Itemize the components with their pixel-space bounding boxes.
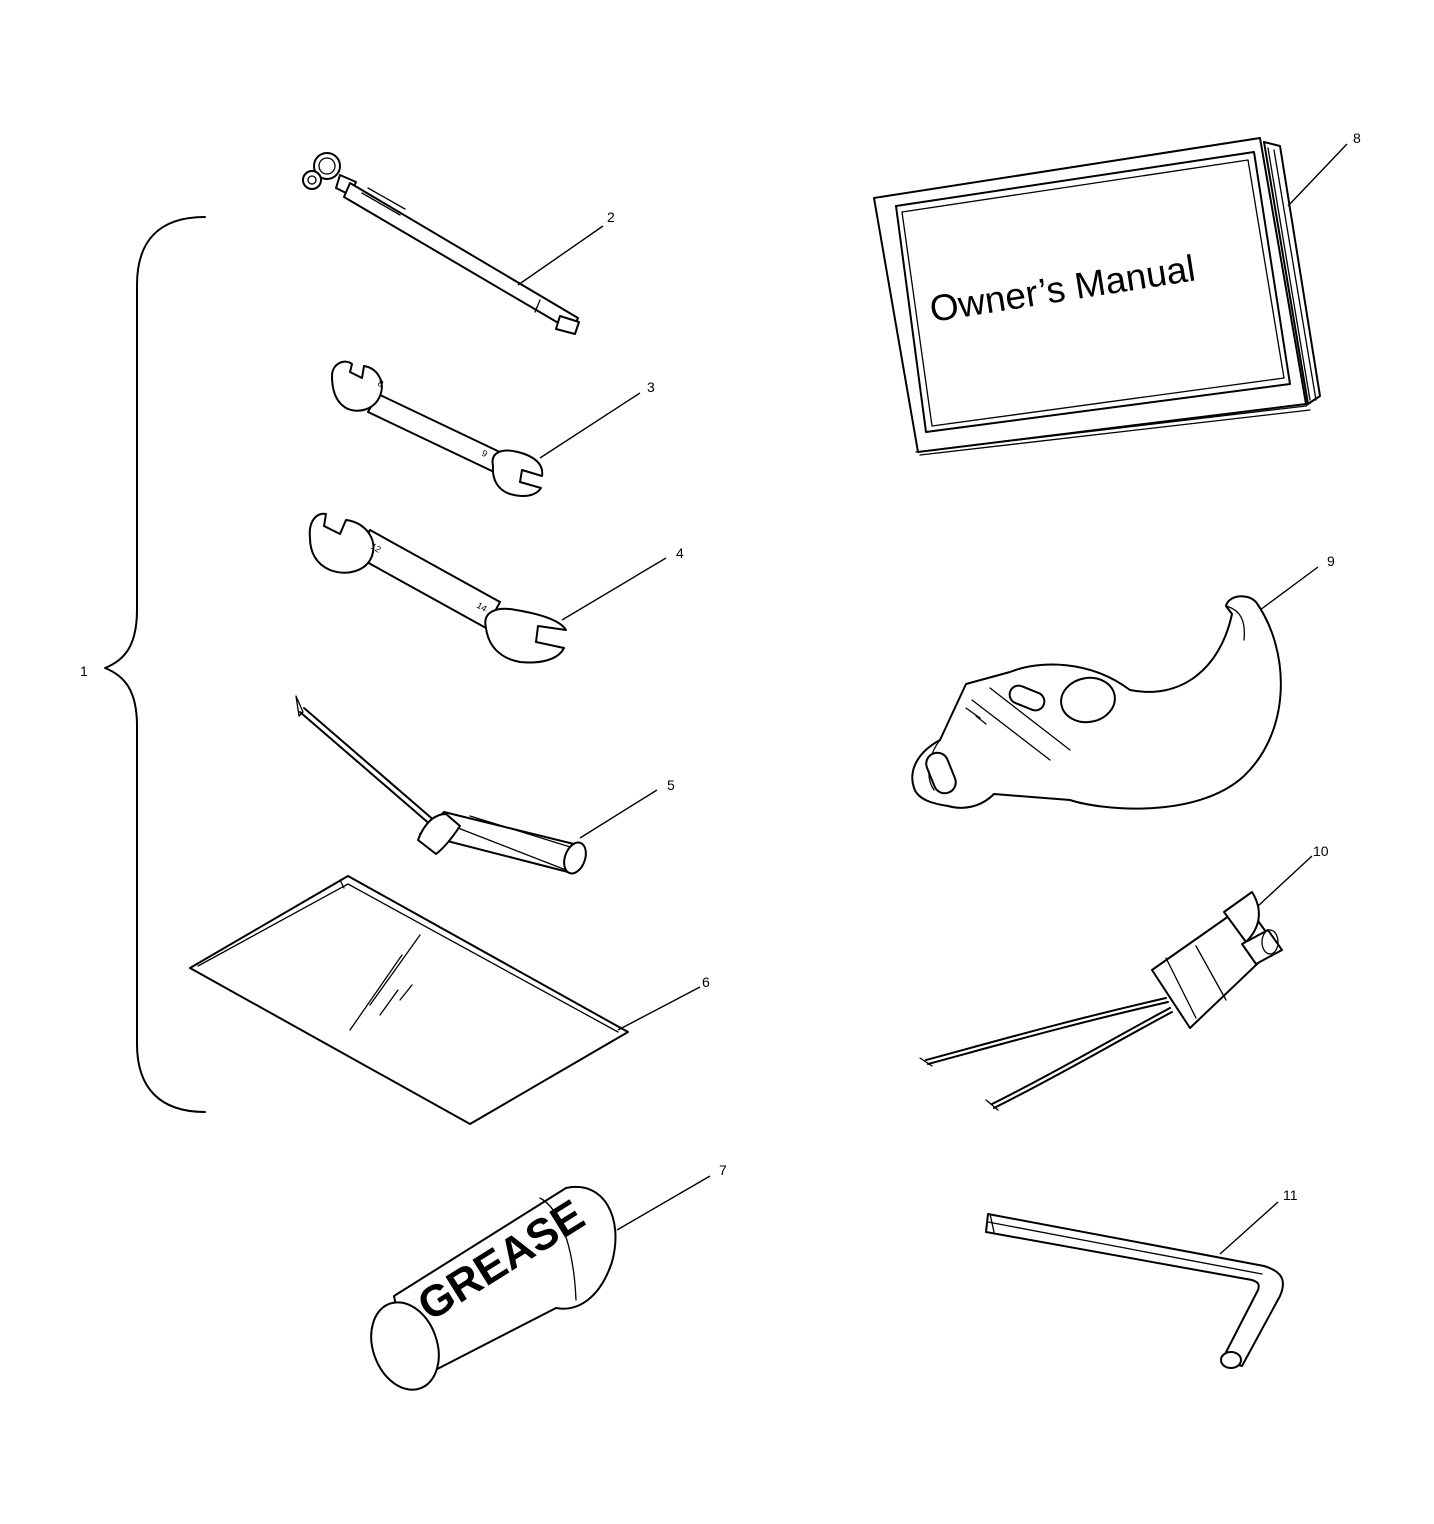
callout-1: 1	[80, 663, 88, 679]
large-wrench: 12 14	[308, 512, 567, 664]
callout-6: 6	[702, 974, 710, 990]
tool-bag	[189, 875, 629, 1125]
callout-8: 8	[1353, 130, 1361, 146]
belt-removal-tool	[911, 595, 1282, 810]
owners-manual: Owner’s Manual	[873, 137, 1321, 456]
callout-2: 2	[607, 209, 615, 225]
small-wrench: 8 9	[331, 360, 544, 497]
callout-11: 11	[1283, 1187, 1298, 1203]
callout-5: 5	[667, 777, 675, 793]
small-wrench-size-b: 9	[480, 448, 489, 459]
callout-4: 4	[676, 545, 684, 561]
kit-brace	[104, 216, 206, 1113]
callout-3: 3	[647, 379, 655, 395]
callout-9: 9	[1327, 553, 1335, 569]
test-lead-connector	[919, 891, 1283, 1111]
small-wrench-size-a: 8	[376, 378, 385, 389]
screwdriver	[295, 695, 587, 875]
hex-key	[985, 1213, 1284, 1369]
grease-tube: GREASE	[370, 1185, 617, 1391]
callout-7: 7	[719, 1162, 727, 1178]
large-wrench-size-b: 14	[475, 600, 489, 614]
callout-10: 10	[1313, 843, 1329, 859]
large-wrench-size-a: 12	[369, 541, 383, 555]
tire-pressure-gauge	[302, 152, 580, 335]
